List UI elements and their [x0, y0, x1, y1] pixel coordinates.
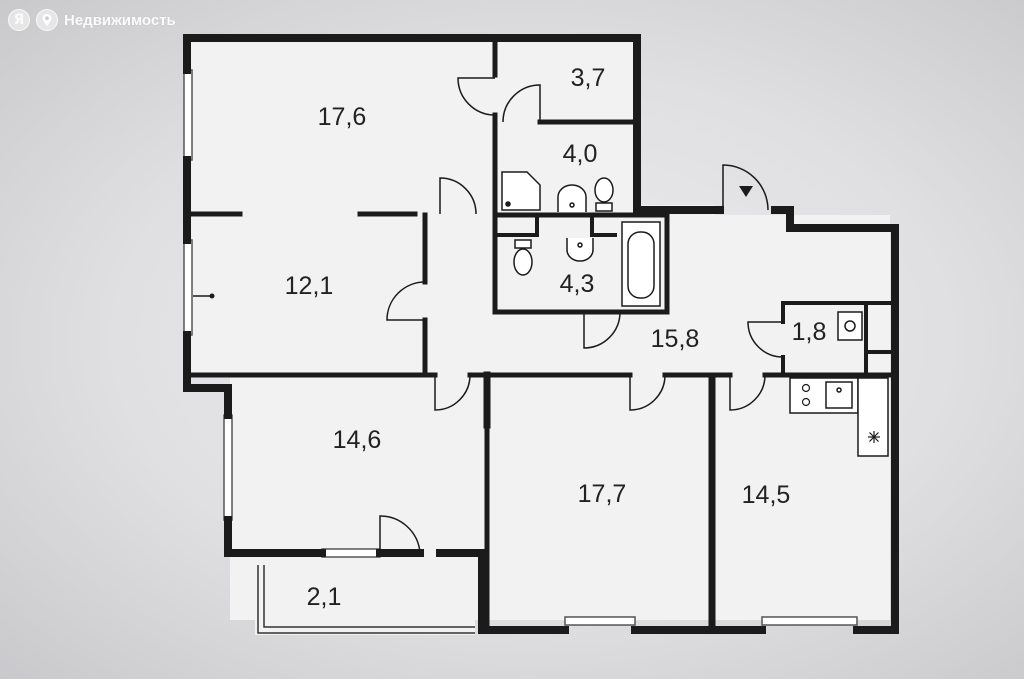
floor-area — [190, 40, 890, 635]
room-area-closet: 3,7 — [571, 64, 606, 92]
room-area-balcony: 2,1 — [307, 583, 342, 611]
yandex-logo-letter: Я — [13, 12, 25, 28]
watermark-text: Недвижимость — [64, 11, 176, 29]
yandex-logo-icon: Я — [8, 9, 30, 31]
door-bathroom — [583, 311, 621, 349]
sink-bathroom-icon — [566, 238, 594, 262]
room-area-living: 17,7 — [578, 480, 627, 508]
window-kitchen — [761, 616, 858, 626]
room-area-shower: 4,0 — [563, 140, 598, 168]
door-closet-2 — [502, 84, 541, 123]
fridge-icon — [868, 431, 880, 443]
walls — [183, 34, 899, 634]
bathtub-icon — [621, 221, 661, 307]
door-bedroom-low — [434, 374, 471, 411]
window-top-left — [183, 69, 193, 161]
toilet-bathroom-icon — [513, 239, 533, 276]
entrance-arrow-icon — [739, 186, 753, 197]
window-living — [564, 616, 636, 626]
location-pin-shape — [42, 14, 52, 26]
room-area-pantry: 1,8 — [792, 318, 827, 346]
door-bedroom-mid — [386, 281, 426, 321]
shower-icon — [501, 171, 541, 211]
boiler-icon — [837, 311, 863, 341]
room-area-bathroom: 4,3 — [560, 270, 595, 298]
door-kitchen — [729, 374, 766, 411]
door-living — [629, 374, 666, 411]
thermostat-icon — [193, 293, 215, 299]
sink-icon — [557, 184, 587, 212]
room-area-bedroom-low: 14,6 — [333, 426, 382, 454]
door-entrance — [722, 164, 769, 211]
balcony-rail — [257, 565, 475, 634]
room-area-kitchen: 14,5 — [742, 481, 791, 509]
window-balcony-door — [321, 548, 381, 558]
door-bedroom-top — [439, 177, 477, 215]
room-area-hallway: 15,8 — [651, 325, 700, 353]
windows — [183, 69, 858, 626]
location-pin-icon — [36, 9, 58, 31]
room-labels: 17,6 3,7 4,0 12,1 4,3 15,8 1,8 14,6 17,7… — [285, 64, 827, 611]
yandex-realty-watermark: Я Недвижимость — [8, 7, 176, 33]
room-area-bedroom-top: 17,6 — [318, 103, 367, 131]
door-closet — [457, 77, 496, 116]
room-area-bedroom-mid: 12,1 — [285, 272, 334, 300]
window-low-left — [223, 414, 233, 521]
window-mid-left — [183, 239, 193, 336]
kitchen-sink-icon — [825, 381, 853, 409]
door-balcony — [379, 515, 421, 554]
door-pantry — [747, 321, 784, 358]
doors — [379, 77, 784, 554]
toilet-icon — [594, 177, 614, 212]
stove-icon — [801, 383, 811, 407]
